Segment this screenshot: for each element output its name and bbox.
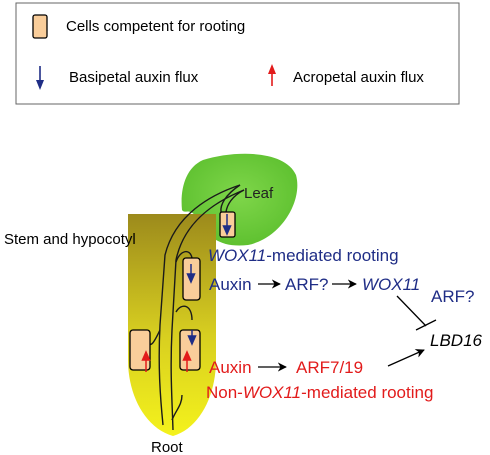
root-label: Root bbox=[151, 439, 184, 455]
acropetal-arrow-icon bbox=[268, 64, 276, 86]
acropetal-flux-arrows bbox=[141, 350, 192, 372]
stem-hypocotyl-label: Stem and hypocotyl bbox=[4, 231, 136, 248]
auxin-blue-label: Auxin bbox=[209, 275, 252, 294]
legend-acropetal-label: Acropetal auxin flux bbox=[293, 69, 424, 86]
lbd16-label: LBD16 bbox=[430, 331, 483, 350]
legend-basipetal-label: Basipetal auxin flux bbox=[69, 69, 199, 86]
leaf-label: Leaf bbox=[244, 185, 274, 202]
vascular-strands bbox=[146, 184, 245, 431]
arf-question-2: ARF? bbox=[431, 287, 474, 306]
arf-binding-bar bbox=[415, 319, 437, 331]
cell-legend-icon bbox=[32, 14, 48, 39]
arrow-wox11-to-lbd16 bbox=[396, 295, 427, 327]
arf-question-1: ARF? bbox=[285, 275, 328, 294]
basipetal-flux-arrows bbox=[186, 214, 232, 346]
legend-box: Cells competent for rooting Basipetal au… bbox=[15, 2, 460, 105]
legend-cells-label: Cells competent for rooting bbox=[66, 18, 245, 35]
arrow-arf719-to-lbd16 bbox=[387, 349, 425, 367]
basipetal-arrow-icon bbox=[36, 66, 44, 90]
auxin-red-label: Auxin bbox=[209, 358, 252, 377]
wox11-rooting-title: WOX11-mediated rooting bbox=[208, 246, 399, 265]
non-wox11-rooting-title: Non-WOX11-mediated rooting bbox=[206, 383, 433, 402]
competent-cell-lower-left bbox=[129, 329, 151, 371]
arf7-19-label: ARF7/19 bbox=[296, 358, 363, 377]
wox11-label: WOX11 bbox=[362, 275, 420, 294]
